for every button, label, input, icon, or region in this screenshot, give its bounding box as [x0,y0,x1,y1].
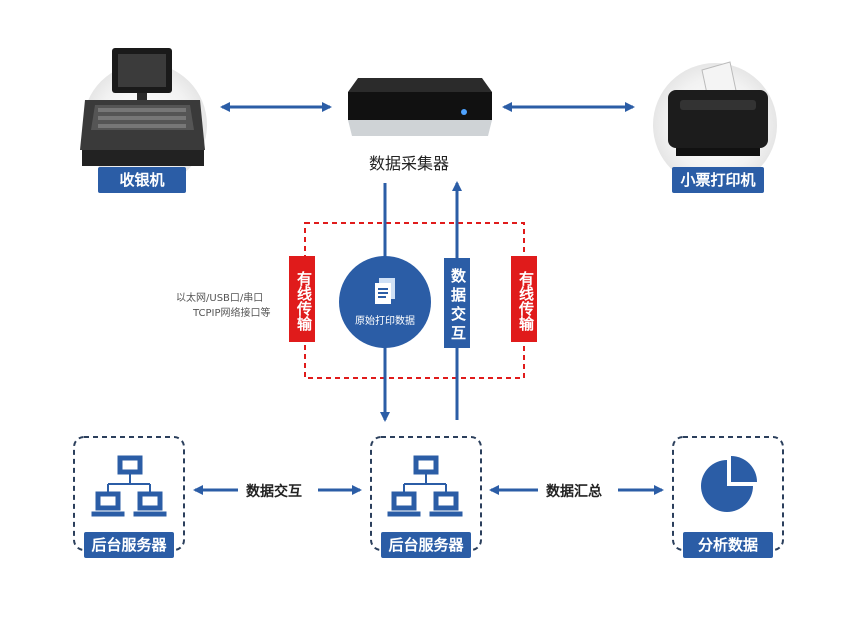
data-exchange-vertical-tag: 数据交互 [444,258,470,348]
network-computers-icon [91,455,167,517]
server-center-box [370,436,482,551]
network-computers-icon [387,455,463,517]
receipt-printer-icon [668,61,768,156]
server-left-box [73,436,185,551]
document-icon [375,278,395,304]
analysis-label: 分析数据 [683,532,773,558]
data-summary-label: 数据汇总 [546,484,602,500]
interface-line1: 以太网/USB口/串口 [176,293,264,304]
pos-terminal-label: 收银机 [98,167,186,193]
raw-print-data-badge: 原始打印数据 [339,256,431,348]
wired-transmission-right: 有线传输 [511,256,537,342]
raw-print-data-label: 原始打印数据 [355,316,415,327]
server-center-label: 后台服务器 [381,532,471,558]
printer-label: 小票打印机 [672,167,764,193]
data-collector-box-icon [348,78,492,136]
pos-terminal-icon [80,48,205,166]
data-exchange-label: 数据交互 [246,484,302,500]
interface-line2: TCPIP网络接口等 [193,308,271,319]
server-left-label: 后台服务器 [84,532,174,558]
pie-chart-icon [701,456,757,512]
analysis-box [672,436,784,551]
collector-label: 数据采集器 [369,154,450,173]
wired-transmission-left: 有线传输 [289,256,315,342]
